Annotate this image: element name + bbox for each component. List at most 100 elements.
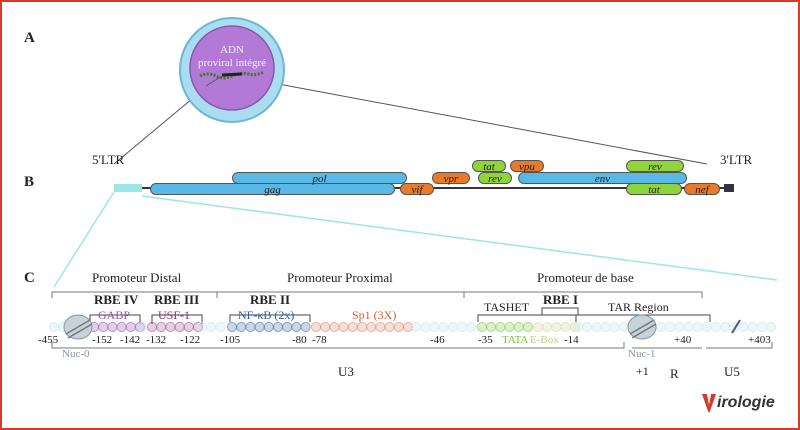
nfkb-label: NF-κB (2x) xyxy=(238,308,295,322)
dna-bead xyxy=(600,321,611,333)
dna-bead xyxy=(402,321,414,333)
gabp-label: GABP xyxy=(98,308,131,322)
panel-a-letter: A xyxy=(24,30,35,46)
virologie-logo: irologie xyxy=(702,394,775,412)
provirus-segment xyxy=(221,72,243,77)
distal-promoter-label: Promoteur Distal xyxy=(92,270,182,285)
dna-bead xyxy=(98,321,109,333)
dna-bead xyxy=(107,321,118,333)
pos-35: -35 xyxy=(478,334,493,346)
ebox-label: E-Box xyxy=(530,334,559,346)
dna-bead xyxy=(747,321,758,333)
dna-bead xyxy=(532,321,544,333)
rbe3-label: RBE III xyxy=(154,292,200,307)
dna-bead xyxy=(664,321,676,333)
dna-bead xyxy=(356,321,368,333)
rbe4-label: RBE IV xyxy=(94,292,139,307)
dna-bead xyxy=(183,321,194,333)
panel-c-letter: C xyxy=(24,270,35,286)
dna-bead xyxy=(572,321,584,333)
nuc1-nucleosome xyxy=(627,314,657,340)
dna-bead xyxy=(429,321,440,333)
ltr5-label: 5'LTR xyxy=(92,152,125,167)
dna-bead xyxy=(438,321,449,333)
tashet-bracket xyxy=(477,314,577,322)
nuc1-label: Nuc-1 xyxy=(628,348,656,360)
zoom-line-c-left xyxy=(53,191,115,288)
pos-80: -80 xyxy=(292,334,307,346)
pos-40: +40 xyxy=(674,334,692,346)
dna-bead xyxy=(245,321,256,333)
gene-vif: vif xyxy=(400,183,434,196)
pos-14: -14 xyxy=(564,334,579,346)
dna-bead xyxy=(125,321,136,333)
gene-nef: nef xyxy=(684,183,720,196)
dna-bead xyxy=(263,321,274,333)
dna-bead xyxy=(582,321,593,333)
dna-bead xyxy=(384,321,395,333)
cell-nucleus xyxy=(189,25,275,111)
dna-bead xyxy=(504,321,515,333)
dna-bead xyxy=(320,321,331,333)
dna-bead xyxy=(609,321,620,333)
dna-bead xyxy=(48,321,60,333)
ltr3-label: 3'LTR xyxy=(720,152,753,167)
dna-strand xyxy=(48,321,777,333)
dna-bead xyxy=(466,321,477,333)
gene-env: env xyxy=(518,172,687,185)
dna-bead xyxy=(551,321,562,333)
rbe3-bracket xyxy=(151,314,203,324)
dna-bead xyxy=(495,321,506,333)
u3-label: U3 xyxy=(338,364,354,379)
dna-bead xyxy=(420,321,431,333)
dna-bead xyxy=(300,321,311,333)
dna-bead xyxy=(542,321,553,333)
logo-text: irologie xyxy=(717,394,775,411)
dna-bead xyxy=(456,321,468,333)
strand-break xyxy=(731,319,741,334)
dna-bead xyxy=(720,321,731,333)
pos-46: -46 xyxy=(430,334,445,346)
dna-bead xyxy=(766,321,777,333)
dna-bead xyxy=(174,321,185,333)
dna-bead xyxy=(236,321,247,333)
dna-bead xyxy=(522,321,534,333)
dna-bead xyxy=(338,321,349,333)
dna-bead xyxy=(156,321,167,333)
nuc0-nucleosome xyxy=(63,314,93,340)
dna-bead xyxy=(591,321,602,333)
dna-bead xyxy=(486,321,497,333)
rbe1-bracket xyxy=(541,307,579,315)
dna-bead xyxy=(618,321,630,333)
dna-bead xyxy=(738,321,749,333)
pos-152: -152 xyxy=(92,334,113,346)
sp1-label: Sp1 (3X) xyxy=(352,308,397,322)
gene-gag: gag xyxy=(150,183,395,196)
logo-v-mark xyxy=(702,394,716,412)
proximal-promoter-label: Promoteur Proximal xyxy=(287,270,393,285)
cell-label-line2: proviral intégré xyxy=(197,57,267,69)
zoom-line-right xyxy=(256,79,708,165)
zoom-line-c-right xyxy=(141,195,778,281)
gene-tat-2: tat xyxy=(626,183,682,196)
pos-142: -142 xyxy=(120,334,141,346)
ltr3-box xyxy=(724,184,734,192)
rbe1-label: RBE I xyxy=(543,292,579,307)
gene-pol: pol xyxy=(232,172,407,185)
tar-region-label: TAR Region xyxy=(608,300,669,314)
dna-bead xyxy=(291,321,302,333)
dna-bead xyxy=(136,321,148,333)
rbe4-bracket xyxy=(89,314,141,324)
cell-label-line1: ADN xyxy=(220,44,244,56)
dna-bead xyxy=(683,321,694,333)
panel-b-letter: B xyxy=(24,174,35,190)
dna-bead xyxy=(192,321,204,333)
gene-rev-1: rev xyxy=(478,172,512,185)
plus1-label: +1 xyxy=(636,364,649,378)
nuc0-label: Nuc-0 xyxy=(62,348,90,360)
dna-bead xyxy=(447,321,458,333)
pos-105: -105 xyxy=(220,334,241,346)
r-label: R xyxy=(670,366,679,381)
